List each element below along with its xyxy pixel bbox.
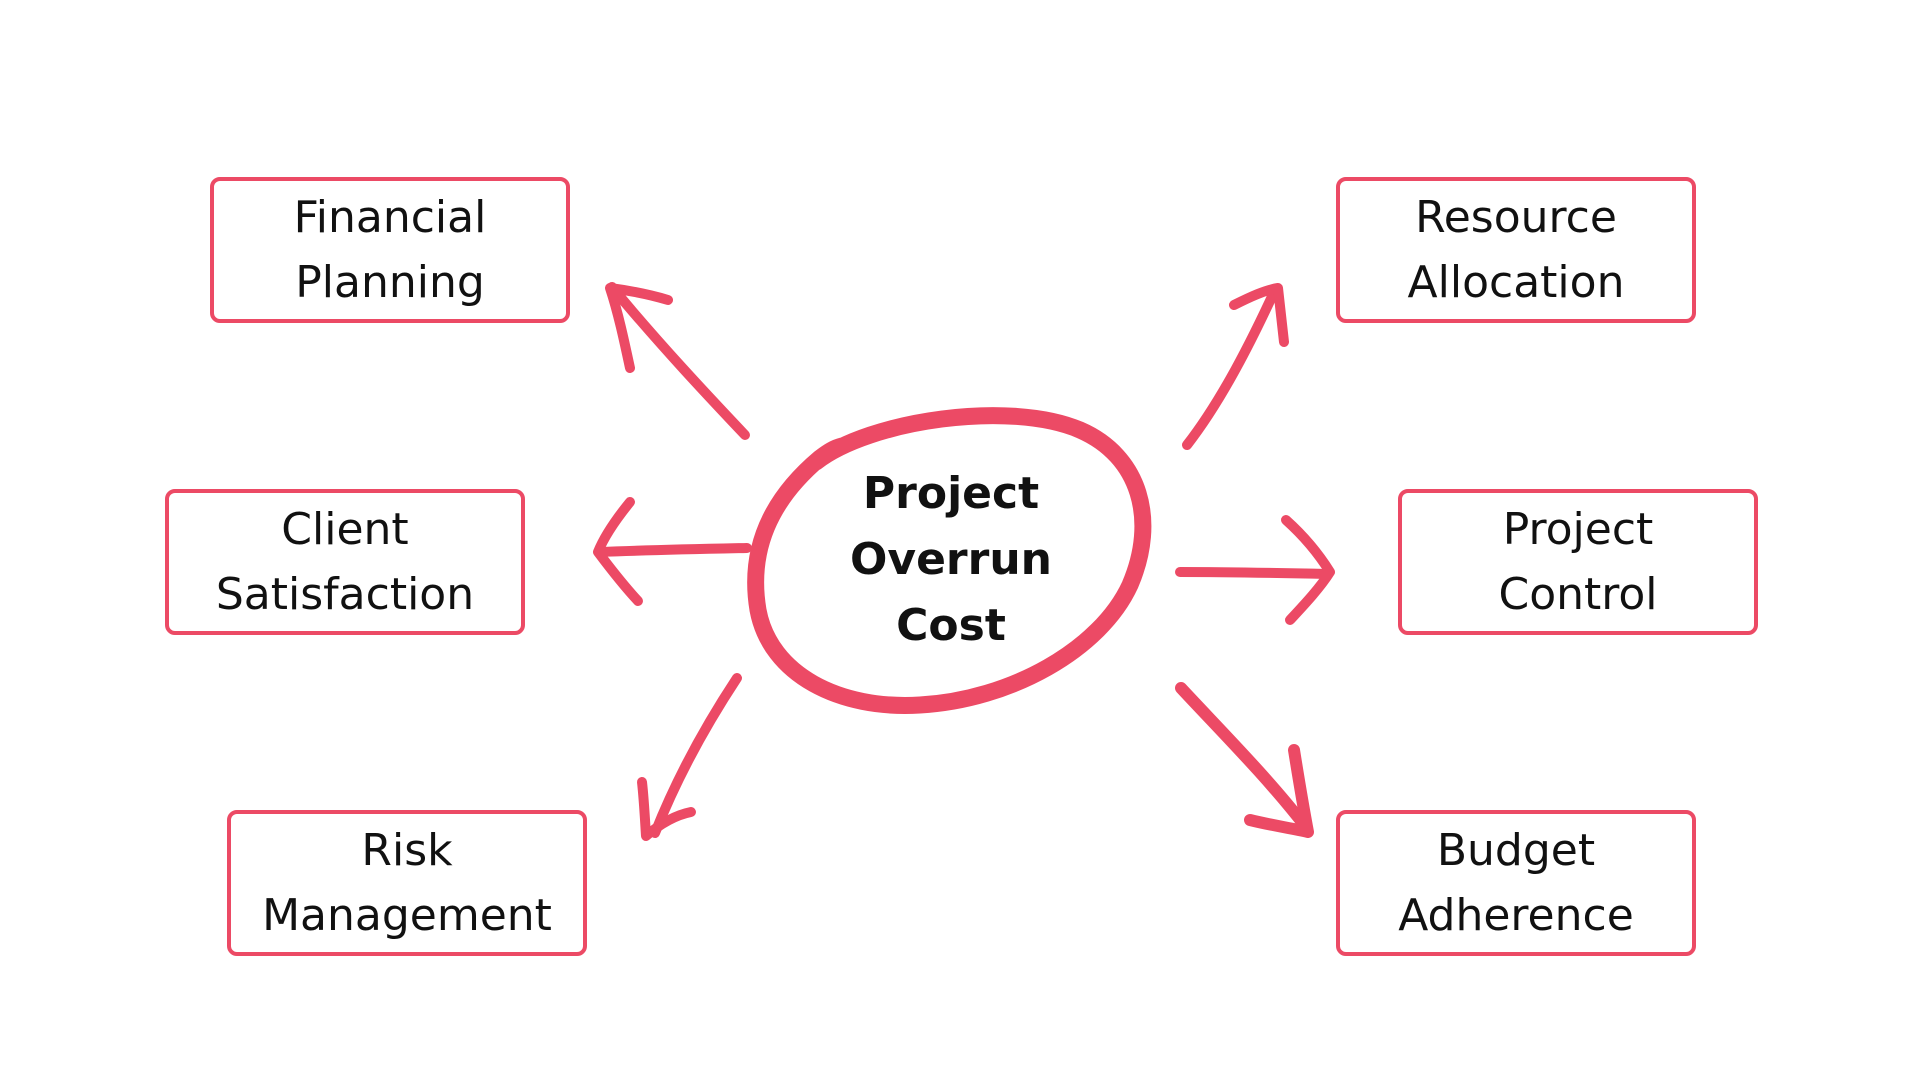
node-label-line-1: Financial: [293, 192, 487, 243]
node-label-line-1: Budget: [1436, 825, 1596, 876]
node-label-line-1: Resource: [1415, 192, 1617, 243]
node-label-line-2: Management: [262, 890, 552, 941]
central-topic-line-1: Project: [862, 468, 1040, 519]
central-topic-line-2: Overrun: [850, 534, 1052, 585]
node-financial-planning: Financial Planning: [210, 177, 570, 323]
arrow-to-budget-adherence: [1175, 682, 1314, 838]
arrow-to-resource-allocation: [1182, 283, 1289, 450]
node-label-line-1: Risk: [361, 825, 453, 876]
node-label-line-2: Control: [1498, 569, 1658, 620]
central-topic: Project Overrun Cost: [786, 460, 1116, 660]
node-client-satisfaction: Client Satisfaction: [165, 489, 525, 635]
node-label-line-2: Allocation: [1407, 257, 1625, 308]
node-label-line-2: Planning: [295, 257, 485, 308]
node-project-control: Project Control: [1398, 489, 1758, 635]
central-topic-line-3: Cost: [896, 600, 1006, 651]
center-circle: [747, 407, 1152, 714]
node-resource-allocation: Resource Allocation: [1336, 177, 1696, 323]
node-label-line-2: Satisfaction: [215, 569, 475, 620]
node-label-line-1: Client: [281, 504, 409, 555]
node-label-line-2: Adherence: [1398, 890, 1634, 941]
arrow-to-risk-management: [637, 673, 742, 841]
arrow-to-project-control: [1175, 515, 1335, 625]
node-risk-management: Risk Management: [227, 810, 587, 956]
node-label-line-1: Project: [1502, 504, 1654, 555]
arrow-to-client-satisfaction: [593, 497, 752, 606]
arrow-to-financial-planning: [605, 282, 750, 440]
node-budget-adherence: Budget Adherence: [1336, 810, 1696, 956]
